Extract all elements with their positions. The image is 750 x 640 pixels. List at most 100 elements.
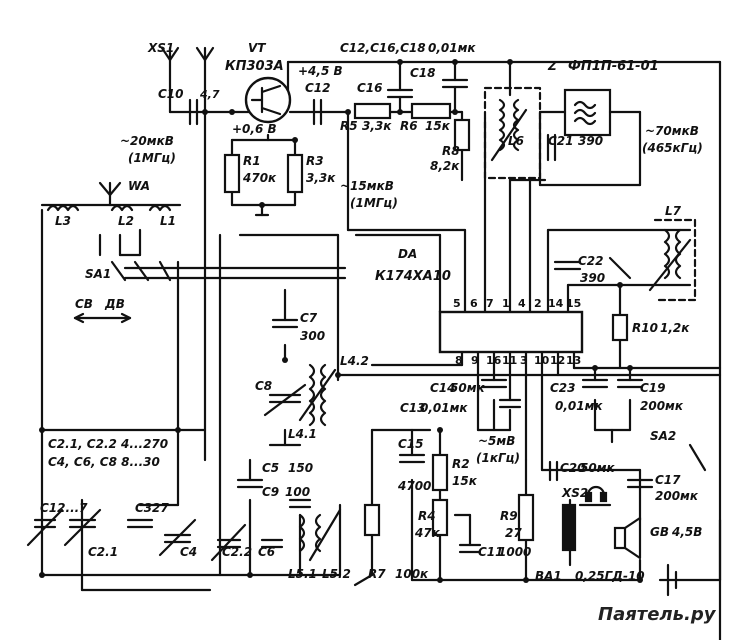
resistor-r8: [453, 118, 471, 152]
label-c20: С20: [560, 461, 586, 475]
switch-sa1: [98, 228, 172, 282]
label-dv: ДВ: [104, 297, 125, 311]
label-c9: С9: [262, 485, 279, 499]
label-ba1: ВА1: [535, 569, 562, 583]
capacitor-c5: [236, 478, 264, 489]
ic-pins-top: 5 6 7 1 4 2 14 15: [453, 297, 581, 310]
label-caps-top-val: 0,01мк: [428, 41, 476, 55]
resistor-r2: [431, 453, 449, 492]
label-c19: С19: [640, 381, 666, 395]
label-r7: R7: [368, 567, 386, 581]
capacitor-c23: [581, 378, 609, 389]
label-c8: С8: [255, 379, 272, 393]
ic-pin: 16: [486, 354, 502, 367]
ic-pin: 9: [471, 354, 479, 367]
label-vt: VT: [248, 41, 266, 55]
label-c23: С23: [550, 381, 576, 395]
label-wa: WA: [128, 179, 150, 193]
filter-z: [538, 88, 642, 187]
label-c3: С3: [135, 501, 152, 515]
label-c22: С22: [578, 254, 604, 268]
ic-pin: 12: [550, 354, 565, 367]
label-r4-val: 47к: [414, 526, 441, 540]
coil-l5: [298, 508, 342, 562]
label-c15-val: 4700: [397, 479, 431, 493]
battery-gb: [666, 563, 678, 597]
ic-pins-bottom: 8 9 16 11 3 10 12 13: [455, 354, 581, 367]
label-c21: С21: [548, 134, 574, 148]
label-da-type: К174ХА10: [375, 269, 451, 284]
label-c10: С10: [158, 87, 184, 101]
label-c14-val: 50мк: [450, 381, 486, 395]
label-sa1: SA1: [85, 267, 111, 281]
label-v20: ~20мкВ: [120, 134, 174, 148]
label-r9: R9: [500, 509, 518, 523]
coil-l3: [46, 204, 80, 212]
resistor-r9: [517, 493, 535, 542]
label-da: DA: [398, 247, 417, 261]
capacitor-c22b: [210, 523, 247, 562]
resistor-r6: [410, 102, 452, 120]
coil-l1: [148, 204, 172, 212]
label-c22b: С2.2: [222, 545, 252, 559]
label-c12: С12: [305, 81, 331, 95]
capacitor-c12-7: [26, 508, 64, 547]
label-l52: L5.2: [322, 567, 351, 581]
label-v06: +0,6 В: [232, 122, 277, 136]
label-c5-val: 150: [288, 461, 313, 475]
label-r6-val: 15к: [425, 119, 451, 133]
label-l41: L4.1: [288, 427, 317, 441]
junctions: [39, 59, 643, 583]
capacitor-c13: [498, 398, 522, 409]
label-c17-val: 200мк: [655, 489, 699, 503]
ic-pin: 7: [486, 297, 494, 310]
capacitor-c22: [553, 260, 582, 271]
label-xs1: XS1: [147, 41, 174, 55]
speaker-ba1: [613, 516, 642, 560]
ic-da: [438, 310, 584, 354]
label-c7: С7: [300, 311, 318, 325]
label-c11-val: 1000: [498, 545, 531, 559]
capacitor-c6: [260, 538, 284, 549]
label-c13: С13: [400, 401, 426, 415]
resistor-r1: [223, 153, 241, 194]
switch-arrow: [73, 312, 132, 324]
label-r9-val: 27: [505, 526, 522, 540]
capacitor-c18: [441, 78, 469, 114]
label-sa2: SA2: [650, 429, 676, 443]
capacitor-c3: [126, 518, 154, 529]
label-c13-val: 0,01мк: [420, 401, 468, 415]
label-gb: GB: [650, 525, 669, 539]
coil-l6: [490, 98, 528, 162]
label-v5: ~5мВ: [478, 434, 515, 448]
capacitor-c11: [458, 543, 482, 554]
label-c10-val: 4,7: [199, 88, 220, 101]
jack-xs2: [561, 503, 612, 552]
label-r2: R2: [452, 457, 470, 471]
capacitor-c15: [398, 453, 426, 464]
label-f465: (465кГц): [642, 141, 703, 155]
label-l3: L3: [55, 214, 71, 228]
label-l1: L1: [160, 214, 176, 228]
ic-pin: 4: [518, 297, 526, 310]
capacitor-c4: [158, 518, 197, 557]
label-ba1-type: 0,25ГД-10: [575, 569, 645, 583]
capacitor-c14: [480, 378, 508, 389]
ic-pin: 2: [534, 297, 542, 310]
label-c5: С5: [262, 461, 279, 475]
label-r8: R8: [442, 144, 460, 158]
label-c22-val: 390: [580, 271, 605, 285]
label-z: Z: [547, 59, 557, 73]
switch-sa2: [688, 443, 707, 472]
label-r10: R10: [632, 321, 658, 335]
ic-pin: 8: [455, 354, 463, 367]
ic-pin: 15: [566, 297, 581, 310]
label-r8-val: 8,2к: [430, 159, 460, 173]
ic-pin: 1: [502, 297, 510, 310]
resistor-r4: [431, 498, 449, 537]
label-supply: +4,5 В: [298, 64, 343, 78]
ic-pin: 14: [548, 297, 564, 310]
watermark: Паятель.ру: [598, 604, 717, 625]
label-f1m: (1МГц): [128, 151, 176, 165]
